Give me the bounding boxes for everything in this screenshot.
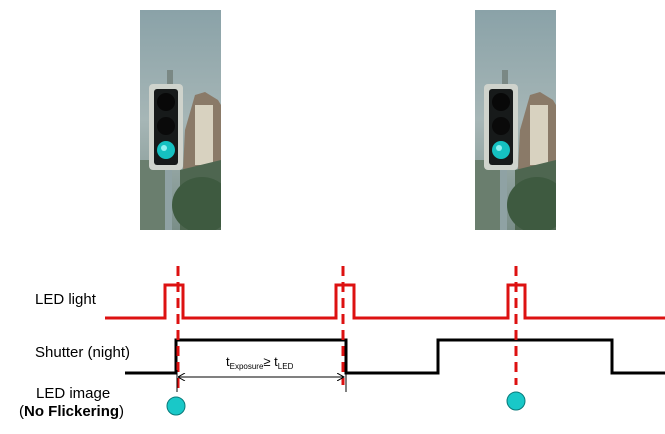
exposure-formula: tExposure≥ tLED bbox=[226, 354, 293, 371]
formula-sub-led: LED bbox=[277, 362, 294, 371]
shutter-label: Shutter (night) bbox=[35, 344, 131, 361]
no-flickering-open: ( bbox=[19, 403, 24, 420]
led-image-label: LED image bbox=[36, 385, 111, 402]
formula-sub-exposure: Exposure bbox=[229, 362, 264, 371]
no-flickering-close: ) bbox=[119, 403, 125, 420]
led-light-label: LED light bbox=[35, 291, 96, 308]
formula-operator: ≥ t bbox=[263, 354, 278, 369]
traffic-light-photo-2 bbox=[475, 10, 556, 230]
led-image-dot-2 bbox=[506, 391, 526, 411]
led-image-dot-1 bbox=[166, 396, 186, 416]
led-light-signal bbox=[105, 283, 665, 320]
no-flickering-label: (No Flickering) bbox=[19, 403, 124, 420]
no-flickering-text: No Flickering bbox=[24, 403, 120, 420]
traffic-light-photo-1 bbox=[140, 10, 221, 230]
formula-t1: t bbox=[226, 354, 230, 369]
shutter-signal bbox=[125, 338, 665, 375]
